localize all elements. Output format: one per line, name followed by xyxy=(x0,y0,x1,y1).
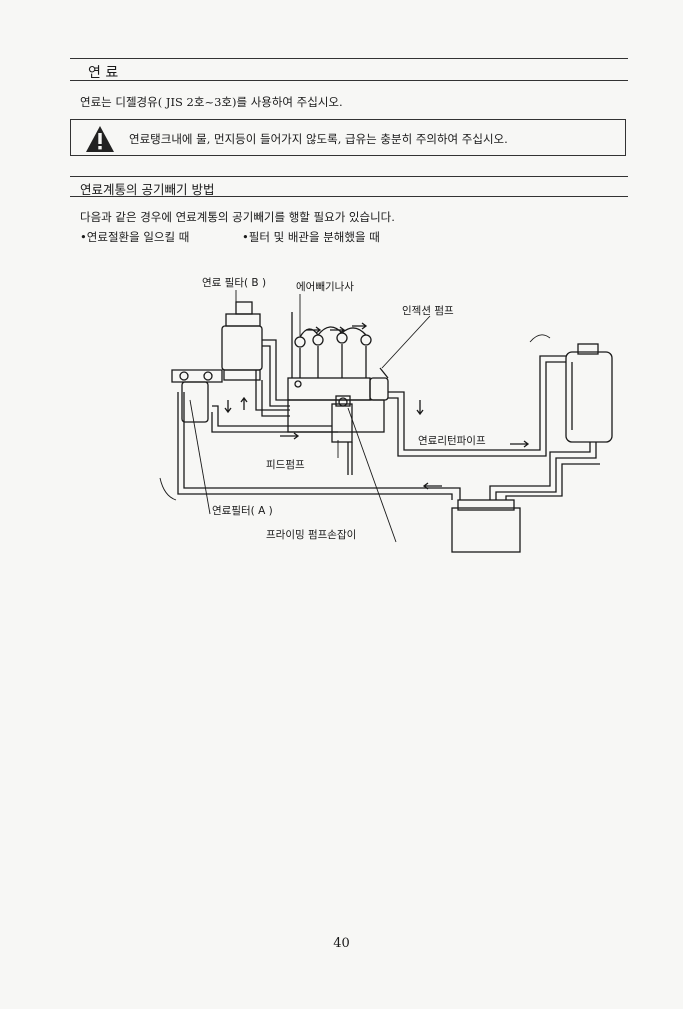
warning-exclamation-icon xyxy=(86,126,114,152)
top-rule xyxy=(70,58,628,59)
flow-arrows xyxy=(224,322,530,490)
label-fuel-filter-b: 연료 필타( B ) xyxy=(202,277,266,289)
label-priming-pump-handle: 프라이밍 펌프손잡이 xyxy=(266,529,356,541)
air-bleeding-intro: 다음과 같은 경우에 연료계통의 공기빼기를 행할 필요가 있습니다. xyxy=(80,210,395,224)
bottom-fuel-tank-drawing xyxy=(451,499,521,553)
page-number: 40 xyxy=(333,936,350,951)
section-rule-top xyxy=(70,176,628,177)
section-rule-bottom xyxy=(70,196,628,197)
feed-pump-drawing xyxy=(331,395,353,475)
right-fuel-tank-drawing xyxy=(565,343,613,443)
fuel-filter-a-drawing xyxy=(171,369,223,423)
label-fuel-return-pipe: 연료리턴파이프 xyxy=(418,435,486,447)
label-feed-pump: 피드펌프 xyxy=(266,459,305,471)
fuel-filter-b-drawing xyxy=(221,301,263,381)
fuel-pipes xyxy=(177,339,600,500)
condition-fuel-switch: •연료절환을 일으킬 때 xyxy=(80,230,190,244)
heading-underline-fuel xyxy=(70,80,628,81)
label-fuel-filter-a: 연료필터( A ) xyxy=(212,505,273,517)
fuel-instruction-text: 연료는 디젤경유( JIS 2호~3호)를 사용하여 주십시오. xyxy=(80,95,343,109)
label-injection-pump: 인젝션 펌프 xyxy=(402,305,454,317)
warning-text: 연료탱크내에 물, 먼지등이 들어가지 않도록, 급유는 충분히 주의하여 주십… xyxy=(129,132,508,146)
leader-lines xyxy=(159,290,551,543)
section-heading-fuel: 연 료 xyxy=(88,65,119,81)
warning-box: 연료탱크내에 물, 먼지등이 들어가지 않도록, 급유는 충분히 주의하여 주십… xyxy=(70,119,626,156)
label-air-bleed-screw: 에어빼기나사 xyxy=(296,281,354,293)
condition-filter-disassembly: •필터 및 배관을 분해했을 때 xyxy=(242,230,380,244)
section-heading-air-bleeding: 연료계통의 공기빼기 방법 xyxy=(80,182,215,197)
